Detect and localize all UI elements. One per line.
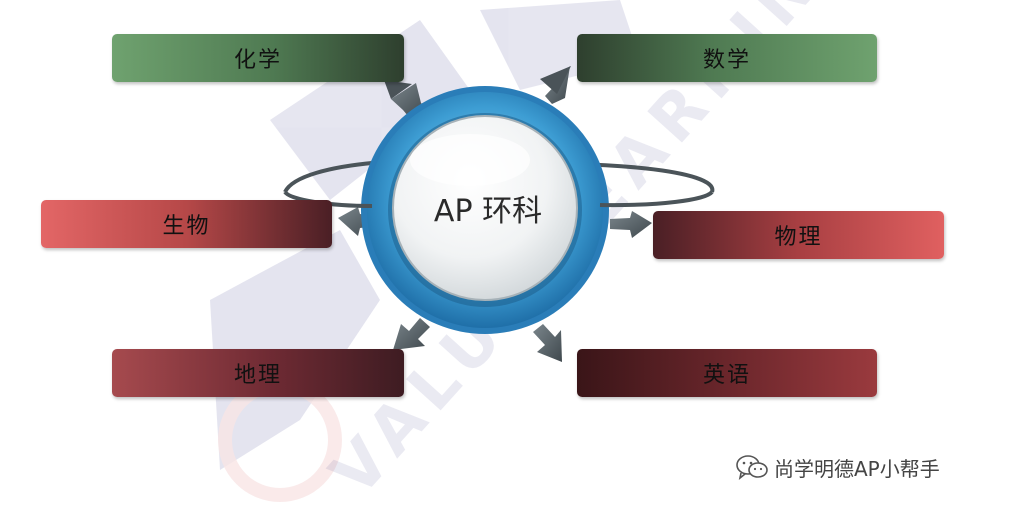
subject-box-biology: 生物 <box>41 200 332 248</box>
center-hub <box>361 86 609 334</box>
subject-box-math: 数学 <box>577 34 877 82</box>
subject-label-physics: 物理 <box>774 225 823 250</box>
arrow-geography <box>393 318 430 350</box>
subject-label-math: 数学 <box>702 48 751 73</box>
subject-box-geography: 地理 <box>112 349 404 397</box>
subject-label-chemistry: 化学 <box>233 48 282 73</box>
center-label: AP 环科 <box>433 194 543 229</box>
arrow-physics <box>610 211 652 238</box>
subject-box-english: 英语 <box>577 349 877 397</box>
wechat-icon <box>736 455 768 480</box>
subject-label-biology: 生物 <box>162 214 211 239</box>
subject-box-physics: 物理 <box>653 211 944 259</box>
arrow-english <box>533 324 562 362</box>
footer-credit: 尚学明德AP小帮手 <box>736 452 940 482</box>
footer-text: 尚学明德AP小帮手 <box>774 456 940 481</box>
arrow-math <box>540 66 571 104</box>
arrow-biology <box>338 207 378 236</box>
subject-label-geography: 地理 <box>233 363 282 388</box>
subject-label-english: 英语 <box>702 363 751 388</box>
subject-box-chemistry: 化学 <box>112 34 404 82</box>
